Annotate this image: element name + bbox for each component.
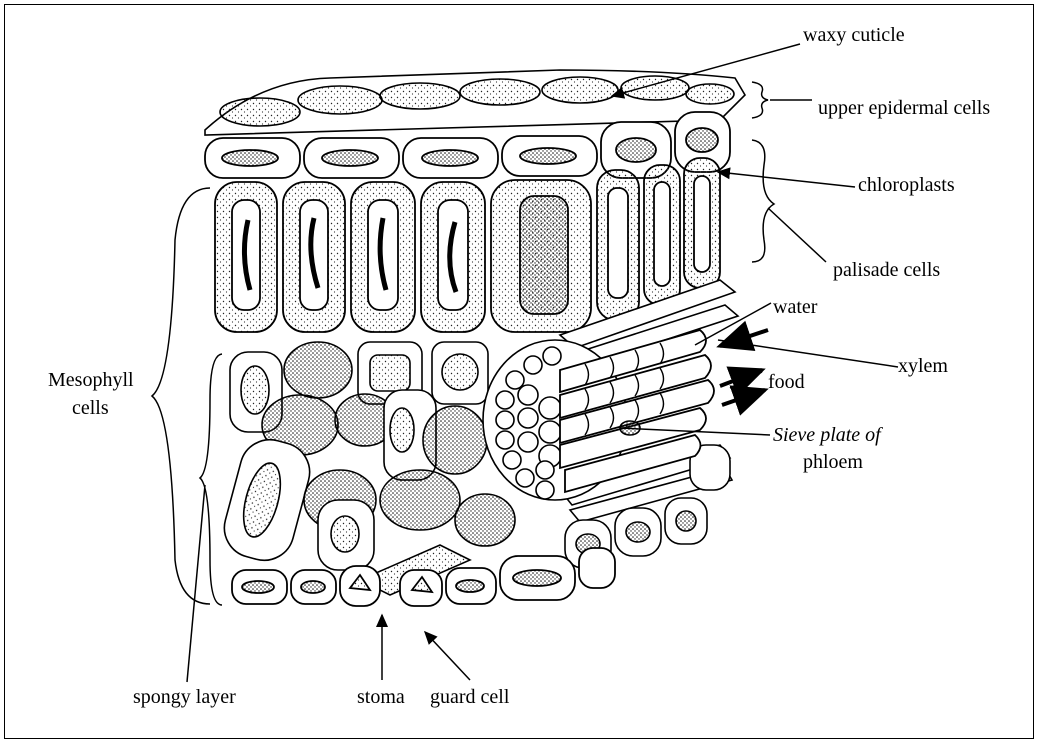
- label-water: water: [773, 297, 817, 317]
- label-phloem: phloem: [803, 452, 863, 472]
- label-spongy-layer: spongy layer: [133, 687, 236, 707]
- vascular-bundle: [483, 330, 714, 500]
- label-guard-cell: guard cell: [430, 687, 509, 707]
- label-stoma: stoma: [357, 687, 405, 707]
- waxy-cuticle-layer: [205, 70, 745, 135]
- label-chloroplasts: chloroplasts: [858, 175, 955, 195]
- label-upper-epidermal-cells: upper epidermal cells: [818, 98, 990, 118]
- spongy-layer: [218, 342, 515, 595]
- label-sieve-plate-of: Sieve plate of: [773, 425, 881, 445]
- label-cells: cells: [72, 398, 109, 418]
- label-palisade-cells: palisade cells: [833, 260, 940, 280]
- label-mesophyll: Mesophyll: [48, 370, 134, 390]
- label-food: food: [768, 372, 805, 392]
- label-waxy-cuticle: waxy cuticle: [803, 25, 905, 45]
- label-xylem: xylem: [898, 356, 948, 376]
